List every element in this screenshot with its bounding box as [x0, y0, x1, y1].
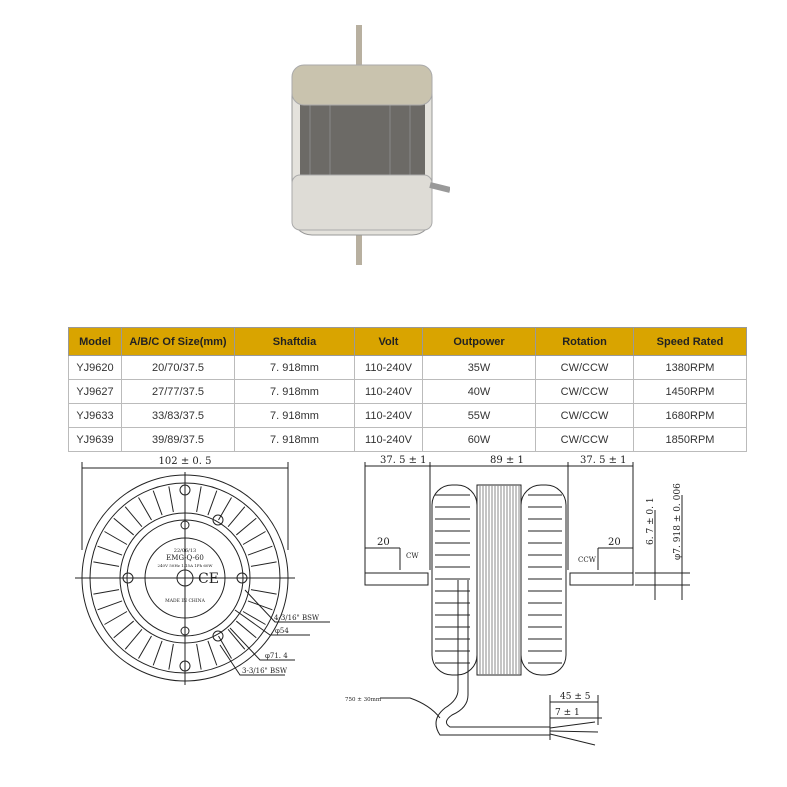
cooling-fin [227, 506, 246, 527]
cooling-fin [242, 611, 266, 625]
flat-dim: 6. 7 ± 0. 1 [646, 497, 656, 545]
left-flat-dim: 20 [377, 537, 390, 548]
table-cell: 110-240V [354, 379, 423, 404]
table-header-row: Model A/B/C Of Size(mm) Shaftdia Volt Ou… [68, 327, 747, 356]
table-cell: CW/CCW [535, 355, 634, 380]
callout-3-bsw: 3-3/16" BSW [242, 667, 288, 675]
col-speed: Speed Rated [633, 327, 747, 356]
table-cell: YJ9639 [68, 427, 122, 452]
table-cell: 27/77/37.5 [121, 379, 235, 404]
table-cell: 7. 918mm [234, 427, 355, 452]
table-cell: 60W [422, 427, 536, 452]
cooling-fin [97, 600, 123, 611]
callout-4-bsw: 4-3/16" BSW [274, 614, 320, 622]
cooling-fin [113, 517, 134, 536]
col-size: A/B/C Of Size(mm) [121, 327, 235, 356]
cooling-fin [242, 531, 266, 545]
callout-phi71: φ71. 4 [265, 652, 288, 660]
table-cell: 1680RPM [633, 403, 747, 428]
cooling-fin [138, 635, 152, 659]
cooling-fin [250, 589, 277, 595]
table-cell: CW/CCW [535, 379, 634, 404]
cooling-fin [124, 506, 143, 527]
table-cell: CW/CCW [535, 403, 634, 428]
table-cell: 1450RPM [633, 379, 747, 404]
cooling-fin [152, 640, 163, 666]
cooling-fin [104, 531, 128, 545]
label-origin: MADE IN CHINA [165, 598, 205, 604]
cooling-fin [196, 643, 202, 670]
table-cell: 7. 918mm [234, 403, 355, 428]
table-cell: 7. 918mm [234, 379, 355, 404]
table-cell: CW/CCW [535, 427, 634, 452]
cooling-fin [152, 490, 163, 516]
spec-table: Model A/B/C Of Size(mm) Shaftdia Volt Ou… [68, 327, 747, 452]
table-cell: 1850RPM [633, 427, 747, 452]
table-cell: 39/89/37.5 [121, 427, 235, 452]
cooling-fin [247, 545, 273, 556]
cable-length: 750 ± 30mm [345, 697, 382, 703]
motor-photo [291, 25, 450, 265]
right-flat-dim: 20 [608, 537, 621, 548]
col-volt: Volt [354, 327, 423, 356]
cooling-fin [207, 490, 218, 516]
front-view-drawing: 102 ± 0. 5 22/06/13 EMG-Q-60 240V 50Hz 1… [75, 456, 330, 685]
ccw-label: CCW [578, 556, 597, 564]
table-cell: 110-240V [354, 427, 423, 452]
table-cell: YJ9620 [68, 355, 122, 380]
cooling-fin [236, 620, 257, 639]
strip-inner-dim: 7 ± 1 [555, 708, 580, 718]
cooling-fin [236, 517, 257, 536]
left-shaft-dim: 37. 5 ± 1 [380, 455, 427, 466]
col-model: Model [68, 327, 122, 356]
width-dimension: 102 ± 0. 5 [159, 456, 212, 467]
table-cell: 55W [422, 403, 536, 428]
cooling-fin [218, 497, 232, 521]
cooling-fin [168, 643, 174, 670]
cooling-fin [218, 635, 232, 659]
strip-outer-dim: 45 ± 5 [560, 692, 591, 702]
table-cell: 110-240V [354, 403, 423, 428]
right-shaft-dim: 37. 5 ± 1 [580, 455, 627, 466]
table-cell: YJ9633 [68, 403, 122, 428]
cooling-fin [138, 497, 152, 521]
callout-phi54: φ54 [275, 627, 289, 635]
cw-label: CW [406, 552, 419, 560]
table-cell: 33/83/37.5 [121, 403, 235, 428]
ce-mark: CE [198, 571, 219, 587]
table-cell: 7. 918mm [234, 355, 355, 380]
cooling-fin [250, 561, 277, 567]
table-cell: 20/70/37.5 [121, 355, 235, 380]
shaft-dia-dim: φ7. 918 ± 0. 006 [673, 483, 683, 560]
label-model: EMG-Q-60 [166, 554, 204, 562]
cooling-fin [247, 600, 273, 611]
col-shaftdia: Shaftdia [234, 327, 355, 356]
table-cell: 35W [422, 355, 536, 380]
table-cell: YJ9627 [68, 379, 122, 404]
cooling-fin [93, 561, 120, 567]
label-date: 22/06/13 [174, 548, 196, 554]
cooling-fin [124, 629, 143, 650]
col-outpower: Outpower [422, 327, 536, 356]
body-dim: 89 ± 1 [490, 455, 524, 466]
cooling-fin [113, 620, 134, 639]
table-cell: 40W [422, 379, 536, 404]
table-cell: 110-240V [354, 355, 423, 380]
cooling-fin [207, 640, 218, 666]
col-rotation: Rotation [535, 327, 634, 356]
cooling-fin [227, 629, 246, 650]
table-cell: 1380RPM [633, 355, 747, 380]
cooling-fin [93, 589, 120, 595]
side-view-drawing: 37. 5 ± 1 89 ± 1 37. 5 ± 1 20 20 CW CCW … [345, 455, 690, 746]
cooling-fin [168, 486, 174, 513]
cooling-fin [97, 545, 123, 556]
cooling-fin [104, 611, 128, 625]
label-spec: 240V 50Hz 1.15A 1Ph 60W [157, 563, 213, 568]
cooling-fin [196, 486, 202, 513]
